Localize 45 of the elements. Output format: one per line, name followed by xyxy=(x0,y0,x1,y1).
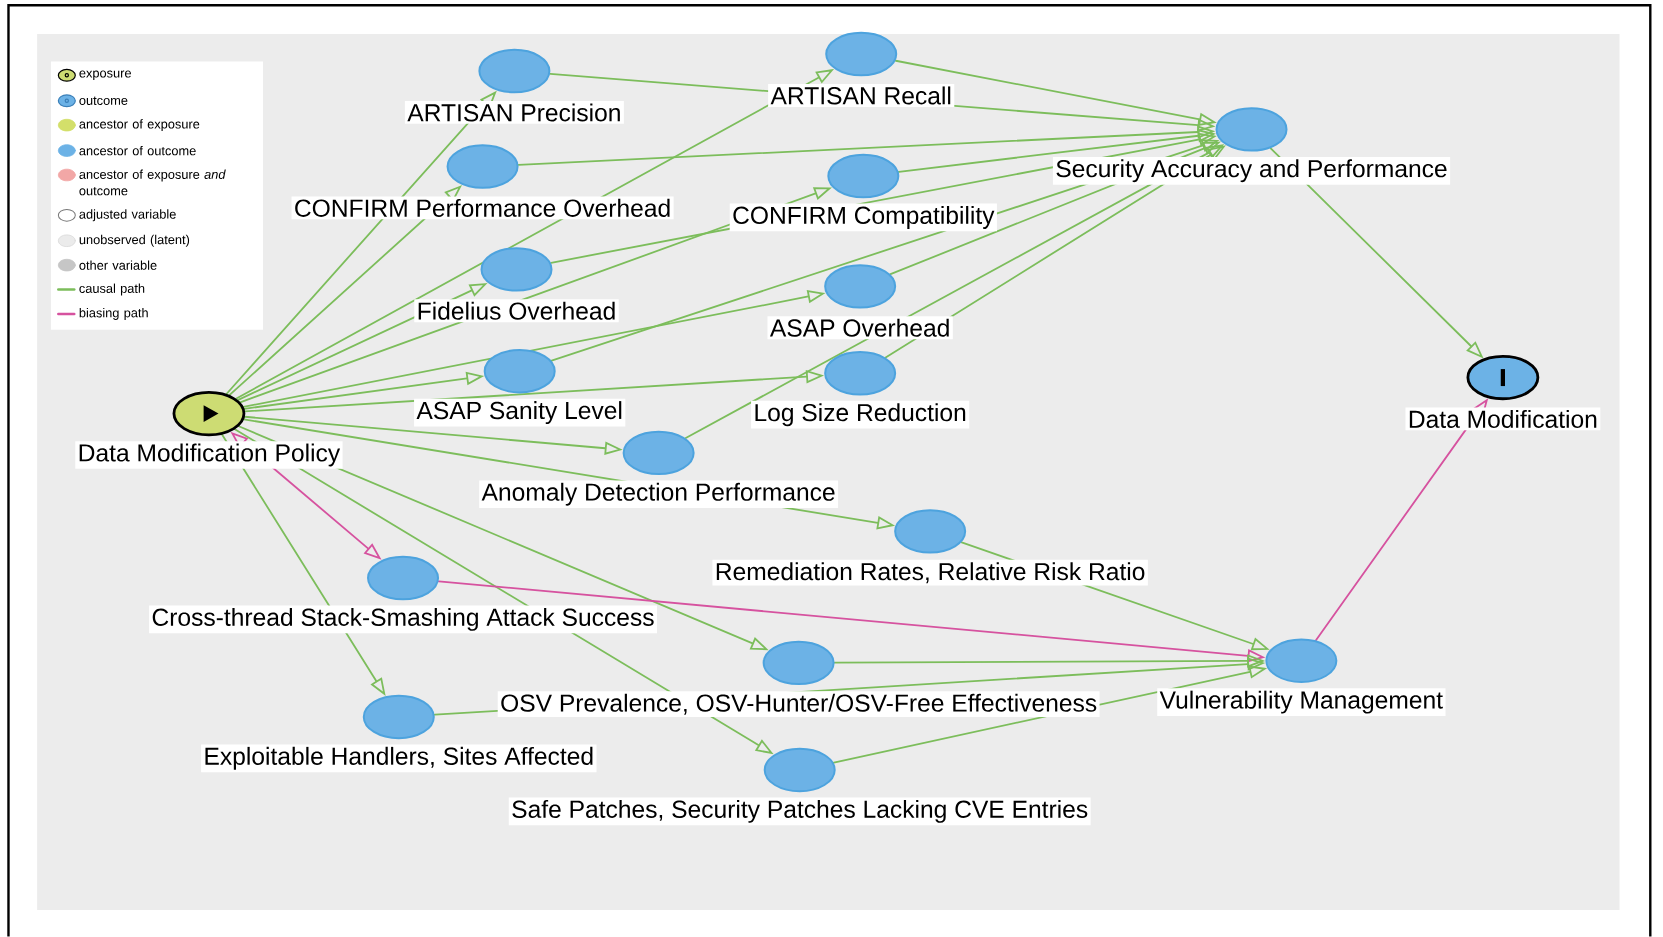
node-label: Cross-thread Stack-Smashing Attack Success xyxy=(149,605,657,634)
legend-text: causal path xyxy=(79,283,145,296)
variable-node xyxy=(362,695,435,740)
variable-node xyxy=(827,154,900,199)
node-label: ASAP Sanity Level xyxy=(414,398,626,427)
node-label: Data Modification xyxy=(1405,407,1601,431)
node-label: Fidelius Overhead xyxy=(414,299,619,323)
variable-node xyxy=(1215,107,1288,152)
variable-node xyxy=(622,430,695,476)
variable-node xyxy=(478,49,551,94)
node-label: Remediation Rates, Relative Risk Ratio xyxy=(712,560,1148,586)
legend-text: outcome xyxy=(79,96,128,106)
variable-node xyxy=(762,640,835,686)
variable-node xyxy=(1466,355,1540,401)
node-label: Exploitable Handlers, Sites Affected xyxy=(201,744,597,773)
node-label: Data Modification Policy xyxy=(75,441,343,470)
node-label: Vulnerability Management xyxy=(1157,688,1446,717)
node-label: Log Size Reduction xyxy=(751,401,970,429)
variable-node xyxy=(763,748,836,793)
legend-text: unobserved (latent) xyxy=(79,235,190,247)
node-label: Anomaly Detection Performance xyxy=(479,480,839,509)
variable-node xyxy=(172,391,246,437)
node-label: Security Accuracy and Performance xyxy=(1052,157,1451,185)
node-label: CONFIRM Compatibility xyxy=(729,203,997,232)
variable-node xyxy=(824,264,897,309)
legend-text: biasing path xyxy=(79,308,148,321)
variable-node xyxy=(824,351,897,396)
legend-text: ancestor of outcome xyxy=(79,146,196,156)
variable-node xyxy=(367,556,440,601)
variable-node xyxy=(483,349,556,394)
legend-text: other variable xyxy=(79,260,157,271)
node-label: Safe Patches, Security Patches Lacking CVE Entries xyxy=(508,797,1091,826)
variable-node xyxy=(825,32,898,77)
node-label: ARTISAN Precision xyxy=(404,101,624,125)
legend-text: ancestor of exposure xyxy=(79,119,200,132)
node-label: OSV Prevalence, OSV-Hunter/OSV-Free Effectiveness xyxy=(497,691,1100,718)
node-label: ASAP Overhead xyxy=(767,316,953,340)
legend-text: exposure xyxy=(79,70,131,81)
node-label: CONFIRM Performance Overhead xyxy=(291,196,674,220)
legend-text: adjusted variable xyxy=(79,209,176,222)
variable-node xyxy=(446,144,519,189)
variable-node xyxy=(480,247,553,292)
variable-node xyxy=(894,509,967,554)
node-label: ARTISAN Recall xyxy=(768,84,955,108)
variable-node xyxy=(1265,638,1338,684)
